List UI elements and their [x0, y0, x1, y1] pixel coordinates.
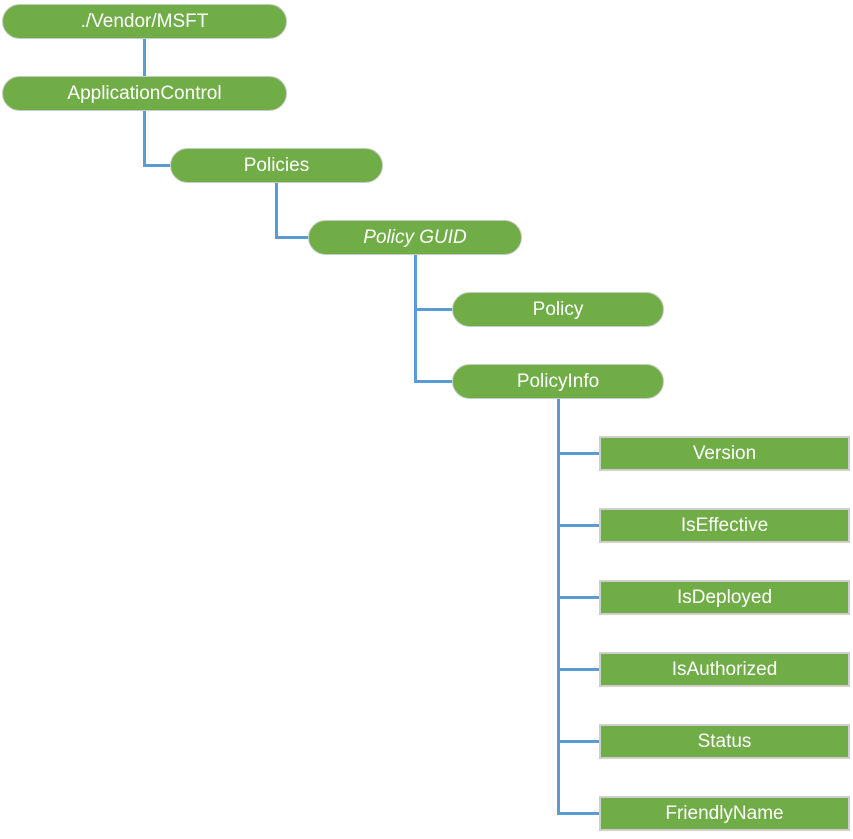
connector-appcontrol-to-policies-v: [143, 111, 146, 167]
node-status: Status: [599, 724, 850, 759]
node-policyinfo: PolicyInfo: [452, 364, 664, 399]
connector-policyinfo-to-status: [557, 740, 599, 743]
connector-policyinfo-to-friendlyname: [557, 812, 599, 815]
connector-policyinfo-to-iseffective: [557, 524, 599, 527]
node-policies: Policies: [170, 148, 383, 183]
node-version: Version: [599, 436, 850, 471]
node-policy-guid: Policy GUID: [308, 220, 522, 255]
connector-guid-to-policyinfo: [414, 380, 452, 383]
connector-policyinfo-to-isdeployed: [557, 596, 599, 599]
connector-policyinfo-trunk: [557, 399, 560, 815]
node-friendlyname: FriendlyName: [599, 796, 850, 831]
node-isdeployed: IsDeployed: [599, 580, 850, 615]
connector-policyinfo-to-version: [557, 452, 599, 455]
node-policy: Policy: [452, 292, 664, 327]
connector-vendor-to-appcontrol: [143, 39, 146, 76]
connector-appcontrol-to-policies-h: [143, 164, 170, 167]
node-vendor-msft: ./Vendor/MSFT: [2, 4, 287, 39]
connector-guid-to-policy: [414, 308, 452, 311]
node-isauthorized: IsAuthorized: [599, 652, 850, 687]
connector-guid-trunk: [414, 255, 417, 383]
node-iseffective: IsEffective: [599, 508, 850, 543]
connector-policies-to-guid-v: [275, 183, 278, 239]
node-applicationcontrol: ApplicationControl: [2, 76, 287, 111]
connector-policies-to-guid-h: [275, 236, 308, 239]
connector-policyinfo-to-isauthorized: [557, 668, 599, 671]
